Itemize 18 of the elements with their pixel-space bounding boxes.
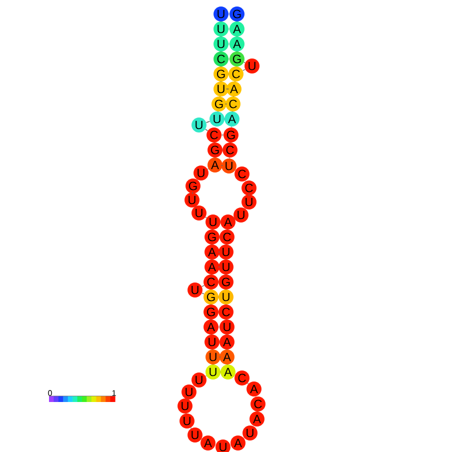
backbone-line — [202, 292, 204, 294]
node-label: A — [230, 84, 238, 94]
backbone-line — [201, 285, 205, 287]
base-pair-line — [218, 266, 220, 268]
base-pair-line — [218, 356, 222, 358]
backbone-line — [205, 128, 208, 132]
base-pair-line — [220, 165, 224, 166]
node-label: U — [218, 84, 224, 94]
base-pair-line — [226, 88, 230, 90]
scale-label: 1 — [112, 390, 116, 396]
backbone-line — [244, 62, 246, 64]
backbone-line — [248, 194, 250, 196]
backbone-line — [205, 216, 207, 218]
backbone-line — [192, 192, 193, 194]
backbone-line — [206, 121, 210, 123]
backbone-line — [242, 69, 246, 71]
scale-label: 0 — [48, 390, 52, 396]
base-pair-line — [221, 134, 224, 136]
